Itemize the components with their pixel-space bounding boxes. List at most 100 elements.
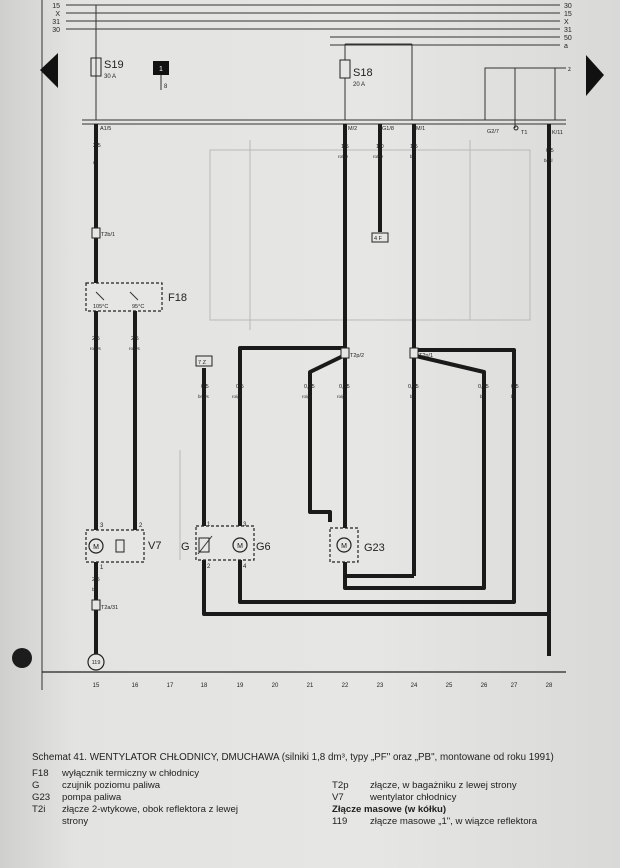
legend-text: wentylator chłodnicy [370, 792, 457, 803]
connector-t2p2: T2p/2 [350, 353, 364, 359]
prev-page-arrow-icon[interactable] [40, 53, 58, 88]
legend-key: G23 [32, 792, 51, 803]
g6-pin-4: 4 [243, 564, 247, 570]
wire-w5-gauge: 0,5 [546, 148, 554, 154]
connector-m1: M/1 [416, 126, 425, 132]
wiring-harness [94, 124, 551, 656]
caption-title: Schemat 41. WENTYLATOR CHŁODNICY, DMUCHA… [32, 752, 554, 763]
column-22: 22 [342, 683, 349, 689]
column-19: 19 [237, 683, 244, 689]
wire-w15-gauge: 2,5 [92, 577, 100, 583]
wire-w4-gauge: 1,5 [410, 144, 418, 150]
wire-w3-gauge: 1,0 [376, 144, 384, 150]
wire-w7-gauge: 2,5 [131, 336, 139, 342]
rail-label-right-5: 50 [564, 35, 572, 42]
wire-w14-gauge: 0,5 [511, 384, 519, 390]
rail-label-right-1: 30 [564, 3, 572, 10]
inline-connectors [91, 227, 419, 611]
legend-row-3: G23 pompa paliwa V7 wentylator chłodnicy [32, 792, 592, 804]
legend-row-1: F18 wyłącznik termiczny w chłodnicy [32, 768, 592, 780]
connector-m2: M/2 [348, 126, 357, 132]
g6-pin-3: 3 [243, 522, 247, 528]
legend-text: złącze 2-wtykowe, obok reflektora z lewe… [62, 804, 238, 815]
column-27: 27 [511, 683, 518, 689]
svg-text:M: M [93, 544, 99, 551]
next-page-arrow-icon[interactable] [586, 55, 604, 96]
v7-pin-3: 3 [100, 523, 104, 529]
rail-label-left-3: 31 [52, 19, 60, 26]
rail-label-right-6: a [564, 43, 568, 50]
wire-w1-gauge: 2,5 [93, 143, 101, 149]
rail-label-left-1: 15 [52, 3, 60, 10]
fuse-s19 [90, 5, 102, 120]
fuel-pump-g23: M [329, 527, 359, 563]
wire-w8-color: br/ws [198, 394, 210, 399]
caption-block: Schemat 41. WENTYLATOR CHŁODNICY, DMUCHA… [32, 752, 592, 828]
f18-temp-2: 95°C [132, 304, 144, 310]
legend-row-4: T2i złącze 2-wtykowe, obok reflektora z … [32, 804, 592, 816]
column-21: 21 [307, 683, 314, 689]
legend-text: złącze, w bagażniku z lewej strony [370, 780, 517, 791]
wire-w2-gauge: 1,5 [341, 144, 349, 150]
rail-label-left-2: X [55, 11, 60, 18]
fuse-s19-rating: 30 A [104, 74, 116, 80]
connector-box-right [484, 67, 566, 128]
legend-text: pompa paliwa [62, 792, 122, 803]
wire-w10-gauge: 0,75 [304, 384, 315, 390]
wire-w8-gauge: 0,5 [201, 384, 209, 390]
v7-label: V7 [148, 540, 161, 552]
g-pin-1: 1 [207, 522, 211, 528]
connector-g2-7: G2/7 [487, 129, 499, 135]
terminal-4f [371, 232, 389, 243]
legend-text: strony [62, 816, 89, 827]
fuse-s19-label: S19 [104, 59, 124, 71]
terminal-7z-label: 7 Z [198, 360, 207, 366]
column-23: 23 [377, 683, 384, 689]
column-17: 17 [167, 683, 174, 689]
fuse-s18-label: S18 [353, 67, 373, 79]
wire-w11-color: ro/ge [337, 394, 348, 399]
legend-key: F18 [32, 768, 49, 779]
f18-label: F18 [168, 292, 187, 304]
rail-label-z: z [568, 67, 571, 73]
connector-k11: K/11 [552, 130, 563, 136]
connector-g1-8: G1/8 [382, 126, 394, 132]
wire-w6-gauge: 2,5 [92, 336, 100, 342]
connector-a1-5: A1/5 [100, 126, 111, 132]
rail-label-right-3: X [564, 19, 569, 26]
ghost-lines [179, 140, 531, 560]
wire-w5-color: br/sl [544, 158, 553, 163]
rail-label-left-4: 30 [52, 27, 60, 34]
column-16: 16 [132, 683, 139, 689]
column-15: 15 [93, 683, 100, 689]
ground-point-119-label: 119 [92, 660, 101, 666]
column-numbers: 15 16 17 18 19 20 21 22 23 24 25 26 27 2… [93, 683, 553, 689]
column-24: 24 [411, 683, 418, 689]
ground-heading: Złącze masowe (w kółku) [332, 804, 447, 815]
terminal-7z [195, 355, 213, 367]
g6-label: G6 [256, 541, 271, 553]
terminal-4f-label: 4 F [374, 236, 383, 242]
wire-w2-color: ro/ge [338, 154, 349, 159]
connector-t2b1: T2b/1 [101, 232, 115, 238]
legend-row-5: strony 119 złącze masowe „1", w wiązce r… [32, 816, 592, 828]
g-label: G [181, 541, 190, 553]
fan-motor-v7: M [85, 529, 145, 563]
ground-point-119 [87, 653, 105, 671]
v7-pin-1: 1 [100, 565, 104, 571]
column-20: 20 [272, 683, 279, 689]
wire-w9-gauge: 0,5 [236, 384, 244, 390]
wire-labels: 2,5 rt 1,5 ro/ge 1,0 ro/ge 1,5 br 0,5 br… [90, 143, 554, 592]
wire-w14-color: br [511, 394, 516, 399]
f18-temp-1: 105°C [93, 304, 108, 310]
wire-w7-color: ro/ws [129, 346, 141, 351]
wire-w9-color: ro/ge [232, 394, 243, 399]
column-18: 18 [201, 683, 208, 689]
relay-pin-8: 8 [164, 84, 168, 90]
rail-label-right-4: 31 [564, 27, 572, 34]
connector-t2p1: T2p/1 [419, 353, 433, 359]
wire-w11-gauge: 0,75 [339, 384, 350, 390]
legend-text: czujnik poziomu paliwa [62, 780, 161, 791]
legend-text: wyłącznik termiczny w chłodnicy [62, 768, 200, 779]
